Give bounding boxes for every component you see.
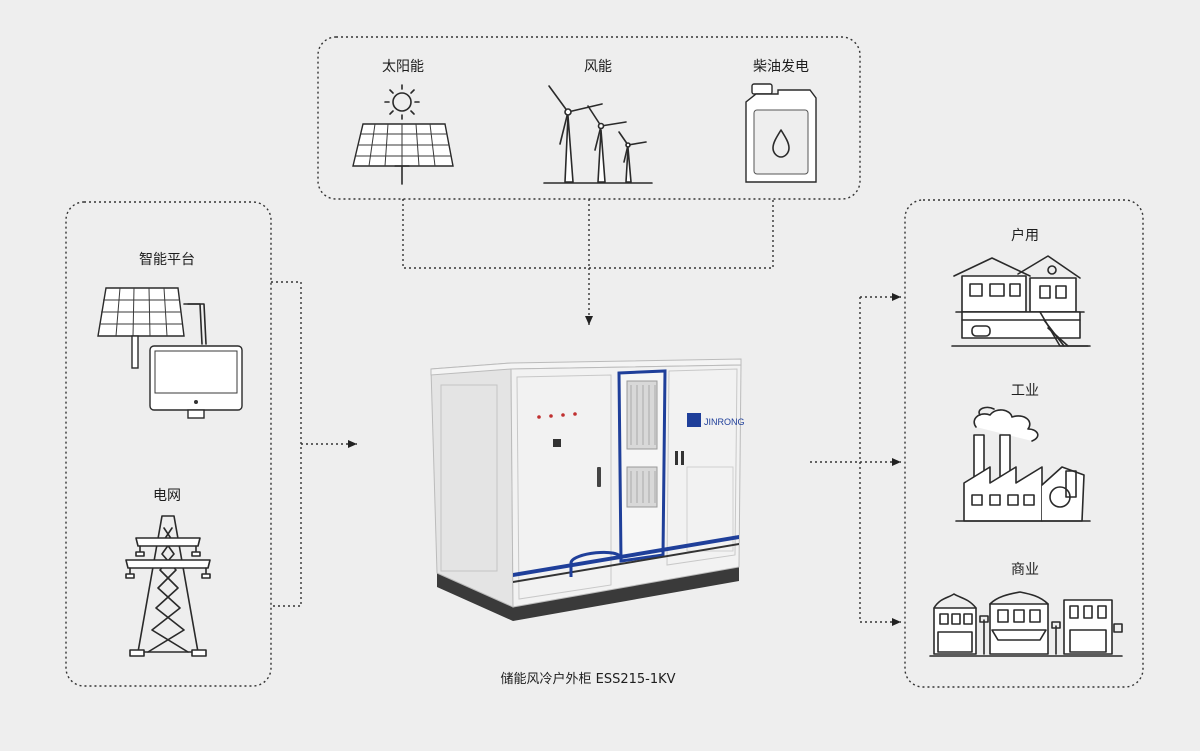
input-group-box (65, 201, 272, 687)
solar-label: 太阳能 (382, 59, 424, 75)
wind-turbine-icon (543, 85, 653, 184)
industrial-factory-icon (955, 406, 1091, 522)
output-group-box (904, 199, 1144, 688)
solar-panel-icon (352, 84, 454, 185)
product-caption: 储能风冷户外柜 ESS215-1KV (500, 672, 676, 687)
power-grid-tower-icon (125, 515, 211, 657)
grid-label: 电网 (153, 488, 181, 504)
energy-storage-cabinet: JINRONG (430, 358, 745, 621)
platform-label: 智能平台 (139, 252, 195, 268)
brand-logo-text: JINRONG (704, 417, 745, 427)
residential-label: 户用 (1011, 228, 1039, 244)
diesel-fuel-can-icon (745, 83, 817, 183)
industrial-label: 工业 (1011, 383, 1039, 399)
smart-platform-icon (97, 287, 243, 419)
source-connector (402, 199, 774, 325)
commercial-shops-icon (929, 591, 1123, 657)
residential-house-icon (951, 255, 1091, 347)
output-connector (810, 293, 901, 626)
input-connector (271, 281, 357, 607)
diesel-label: 柴油发电 (753, 59, 809, 75)
commercial-label: 商业 (1011, 562, 1039, 578)
wind-label: 风能 (584, 59, 612, 75)
